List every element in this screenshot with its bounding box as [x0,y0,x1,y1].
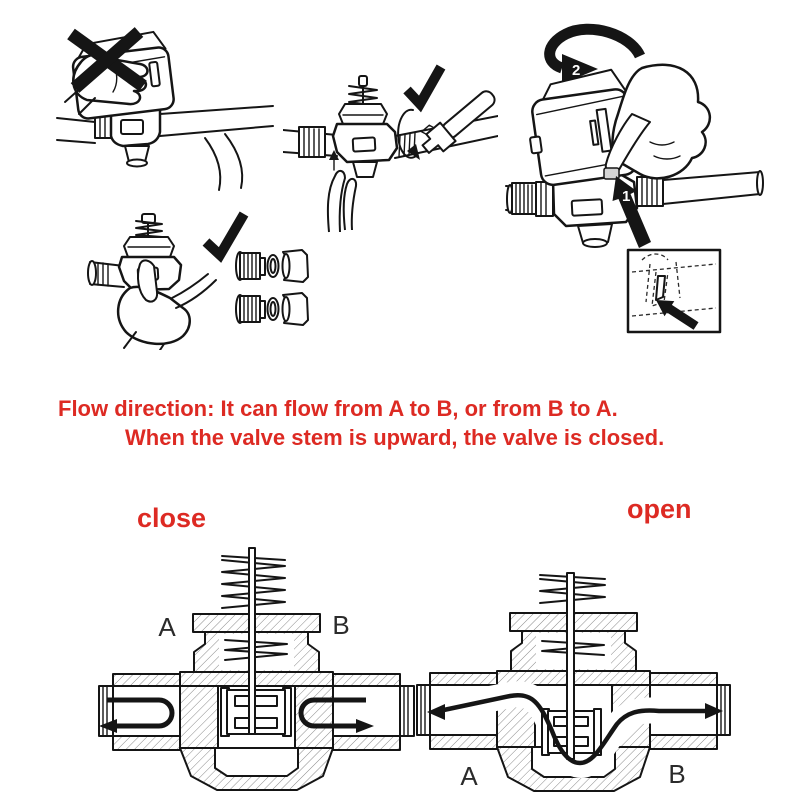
pipe-threads [416,684,731,736]
checkmark-icon [202,211,249,263]
flow-note: Flow direction: It can flow from A to B,… [0,394,800,452]
step-2-label: 2 [572,62,580,79]
blocked-flow-arrows [99,697,374,733]
fitting-set [235,292,309,326]
valve-body [505,170,764,248]
step-1-label: 1 [622,188,630,205]
hand [117,259,217,350]
pipe [56,105,274,191]
port-label-a: A [158,612,176,642]
hand [326,150,358,233]
figure-hold-fittings [87,211,309,350]
release-button [603,167,620,180]
latch-arrow-icon [656,300,699,330]
close-label: close [137,503,207,533]
port-label-b: B [668,759,685,789]
valve-stem [566,572,575,760]
port-label-b: B [332,610,349,640]
closed-valve-section: A B [98,547,415,791]
figure-press-rotate: 2 [505,23,764,334]
open-flow-arrow [427,692,723,766]
port-label-a: A [460,761,478,791]
figure-install-wrench [283,64,498,233]
hand [604,63,711,180]
open-valve-section: A B [416,572,731,792]
flow-note-line2: When the valve stem is upward, the valve… [125,425,665,450]
checkmark-icon [403,64,446,113]
figure-carry-wrong [56,27,274,191]
rotate-arrow-icon: 2 [544,23,646,84]
wrench [420,90,496,154]
x-mark-icon [67,27,147,93]
open-label: open [627,494,692,524]
detail-inset [626,248,722,334]
fitting-set [235,249,309,283]
rotate-direction-arc [397,108,420,160]
flow-note-line1: Flow direction: It can flow from A to B,… [58,396,618,421]
press-arrow-icon: 1 [612,176,651,248]
valve-stem [248,547,256,735]
plug-closed [220,547,292,737]
valve-body [331,75,399,178]
